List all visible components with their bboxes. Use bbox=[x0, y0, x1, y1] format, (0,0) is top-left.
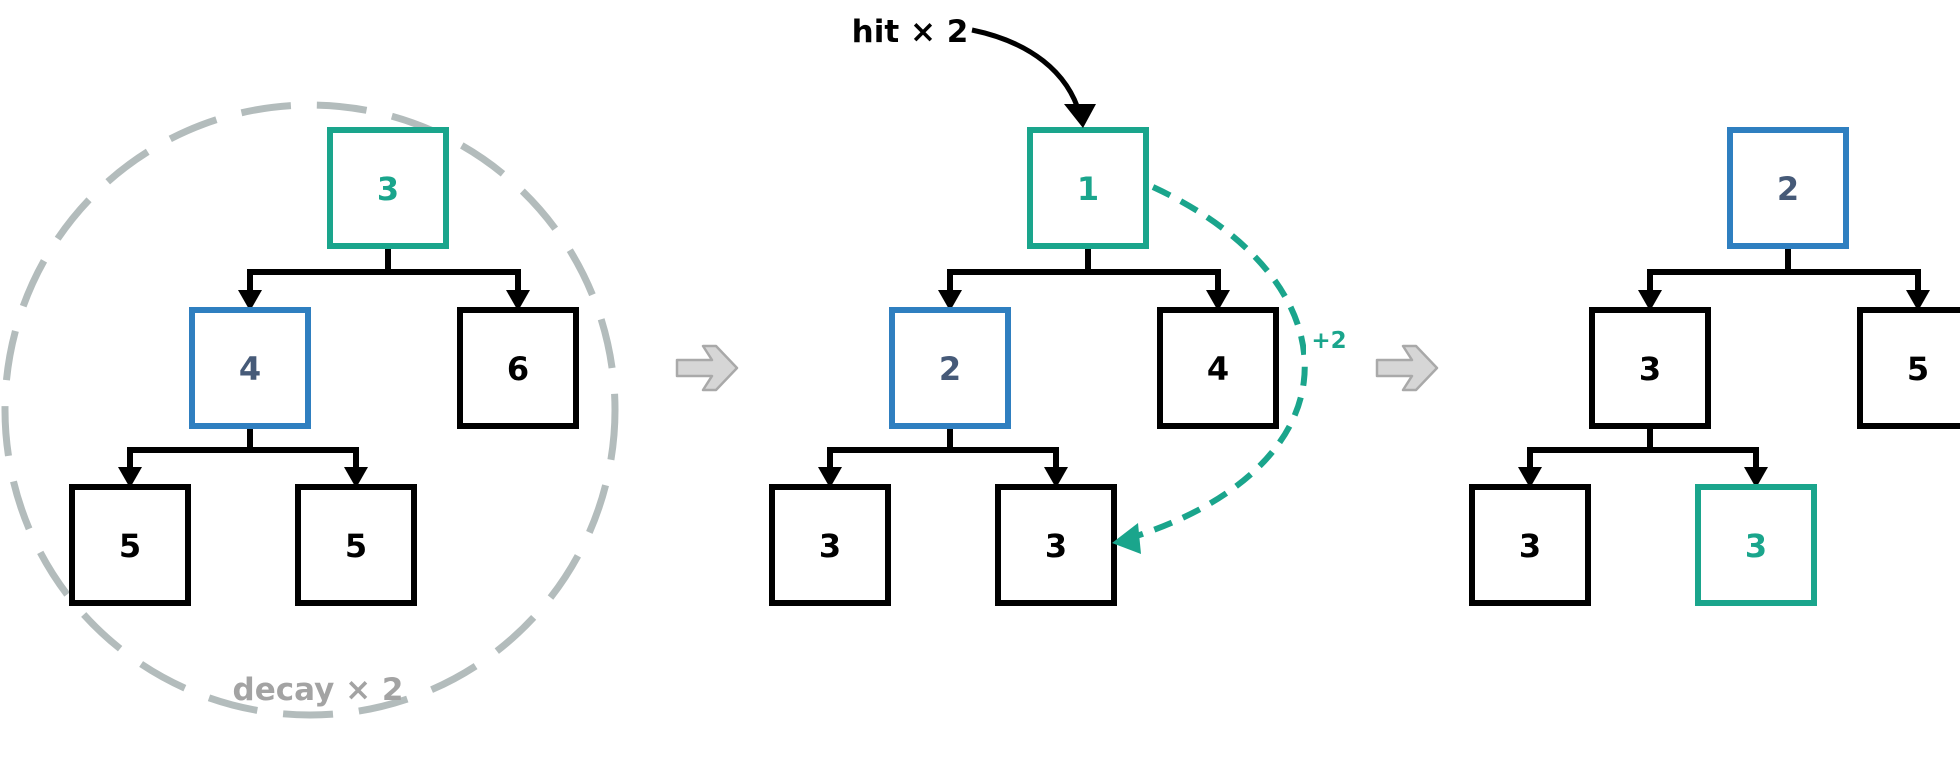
node-box bbox=[327, 127, 449, 249]
node-value: 4 bbox=[239, 350, 261, 388]
move-label-bg bbox=[1306, 326, 1354, 356]
stage-2-node-1: 1 bbox=[1027, 127, 1149, 249]
stage-2-edges bbox=[818, 246, 1230, 488]
node-value: 3 bbox=[1045, 527, 1067, 565]
node-box bbox=[1469, 484, 1591, 606]
node-value: 4 bbox=[1207, 350, 1229, 388]
node-value: 2 bbox=[1777, 170, 1799, 208]
node-box bbox=[1727, 127, 1849, 249]
stage-3-node-3: 5 bbox=[1857, 307, 1960, 429]
tree-edges bbox=[118, 246, 1930, 488]
move-arrow bbox=[1112, 184, 1308, 554]
decay-region-circle bbox=[1, 101, 619, 719]
node-box bbox=[295, 484, 417, 606]
stage-1-node-3: 6 bbox=[457, 307, 579, 429]
node-box bbox=[1695, 484, 1817, 606]
node-value: 3 bbox=[1745, 527, 1767, 565]
node-box bbox=[1027, 127, 1149, 249]
stage-3-node-1: 2 bbox=[1727, 127, 1849, 249]
node-box bbox=[457, 307, 579, 429]
node-value: 5 bbox=[1907, 350, 1929, 388]
stage-3-node-2: 3 bbox=[1589, 307, 1711, 429]
stage-1-node-1: 3 bbox=[327, 127, 449, 249]
node-value: 5 bbox=[345, 527, 367, 565]
stage-3-edges bbox=[1518, 246, 1930, 488]
node-box bbox=[1857, 307, 1960, 429]
node-box bbox=[69, 484, 191, 606]
node-box bbox=[769, 484, 891, 606]
node-box bbox=[995, 484, 1117, 606]
node-box bbox=[1589, 307, 1711, 429]
node-value: 2 bbox=[939, 350, 961, 388]
node-box bbox=[889, 307, 1011, 429]
transition-arrow-1 bbox=[675, 344, 739, 392]
stage-2-node-4: 3 bbox=[769, 484, 891, 606]
stage-1-edges bbox=[118, 246, 530, 488]
node-value: 3 bbox=[377, 170, 399, 208]
node-value: 3 bbox=[1519, 527, 1541, 565]
node-value: 1 bbox=[1077, 170, 1099, 208]
stage-2-node-3: 4 bbox=[1157, 307, 1279, 429]
stage-1-node-2: 4 bbox=[189, 307, 311, 429]
stage-3-node-5: 3 bbox=[1695, 484, 1817, 606]
stage-2-node-2: 2 bbox=[889, 307, 1011, 429]
transition-arrow-2 bbox=[1375, 344, 1439, 392]
node-value: 3 bbox=[819, 527, 841, 565]
stage-3-node-4: 3 bbox=[1469, 484, 1591, 606]
node-value: 5 bbox=[119, 527, 141, 565]
node-box bbox=[189, 307, 311, 429]
node-value: 6 bbox=[507, 350, 529, 388]
tree-nodes: 3 4 6 5 5 1 2 4 3 3 2 3 5 3 3 bbox=[69, 127, 1960, 606]
node-value: 3 bbox=[1639, 350, 1661, 388]
stage-1-node-5: 5 bbox=[295, 484, 417, 606]
decay-label: decay × 2 bbox=[233, 672, 404, 708]
move-label: +2 bbox=[1311, 328, 1346, 354]
stage-1-node-4: 5 bbox=[69, 484, 191, 606]
node-box bbox=[1157, 307, 1279, 429]
hit-label: hit × 2 bbox=[852, 14, 969, 50]
hit-arrow bbox=[971, 27, 1096, 128]
stage-2-node-5: 3 bbox=[995, 484, 1117, 606]
